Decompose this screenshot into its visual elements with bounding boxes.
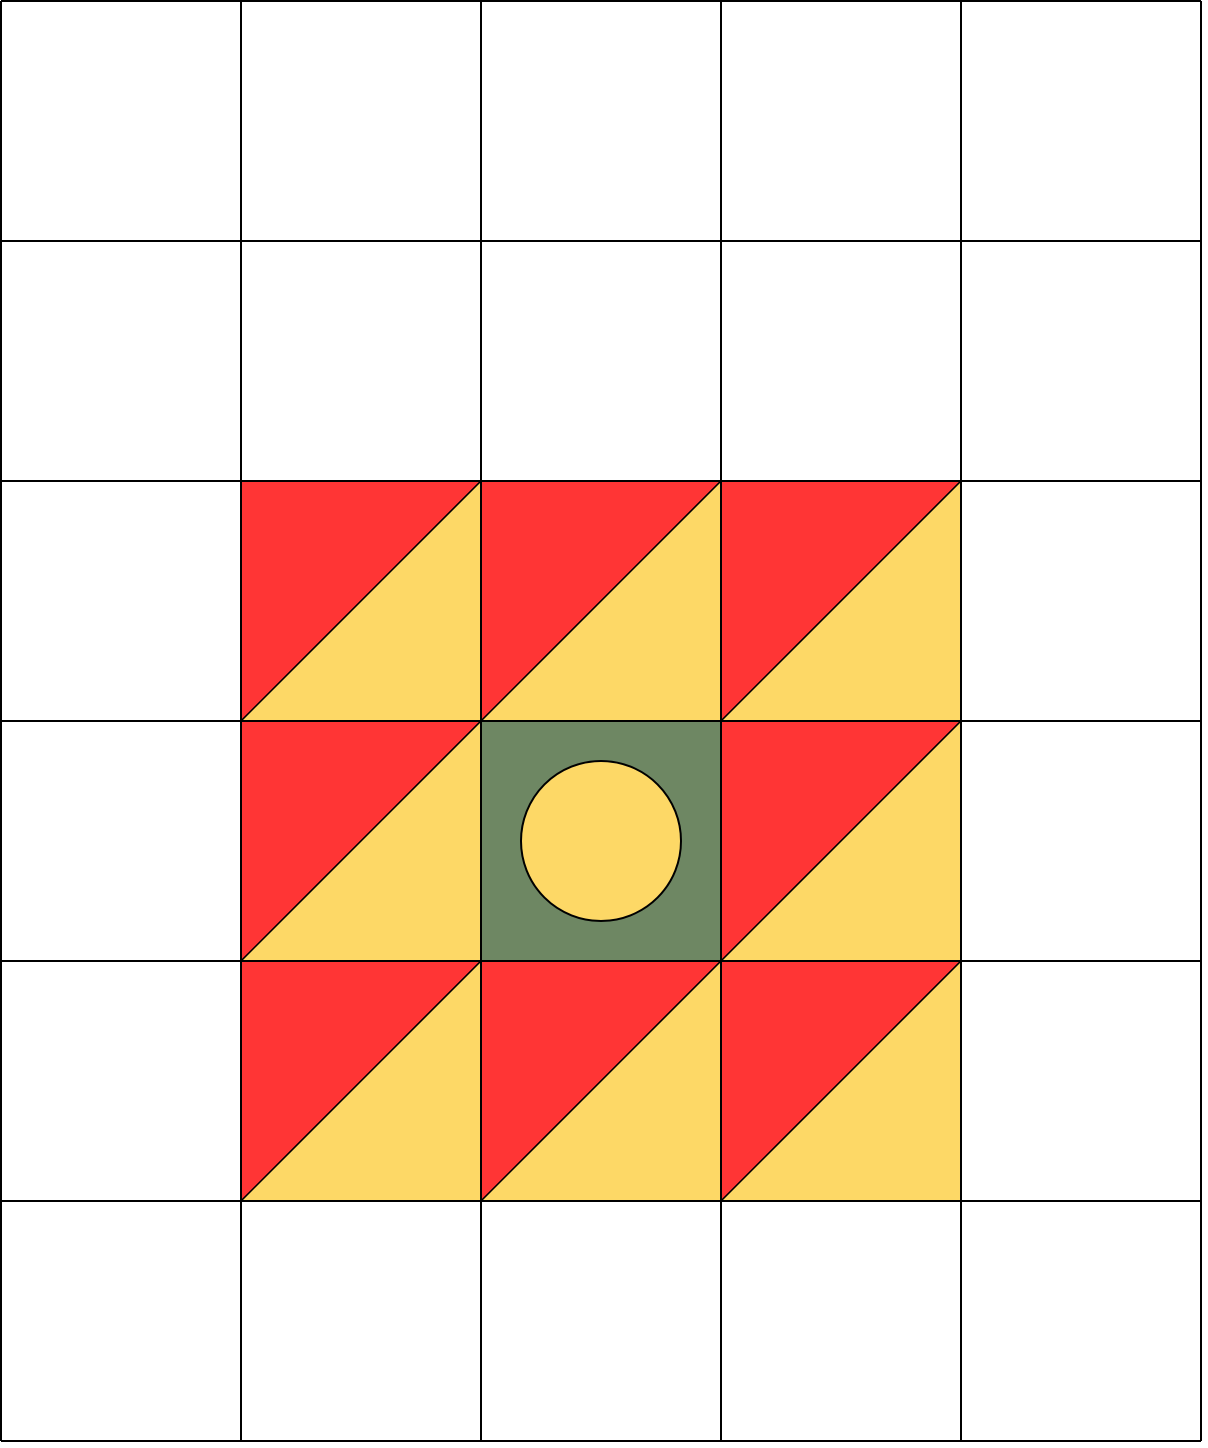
tile-r3-c1 — [240, 720, 482, 962]
tile-r2-c3 — [720, 480, 962, 722]
tile-r3-c2 — [480, 720, 722, 962]
tile-r2-c2 — [480, 480, 722, 722]
tile-r3-c3 — [720, 720, 962, 962]
tile-r2-c1 — [240, 480, 482, 722]
tile-r4-c3 — [720, 960, 962, 1202]
tiles-layer — [240, 480, 962, 1202]
tile-r4-c1 — [240, 960, 482, 1202]
tile-r4-c2 — [480, 960, 722, 1202]
yellow-circle — [520, 760, 682, 922]
